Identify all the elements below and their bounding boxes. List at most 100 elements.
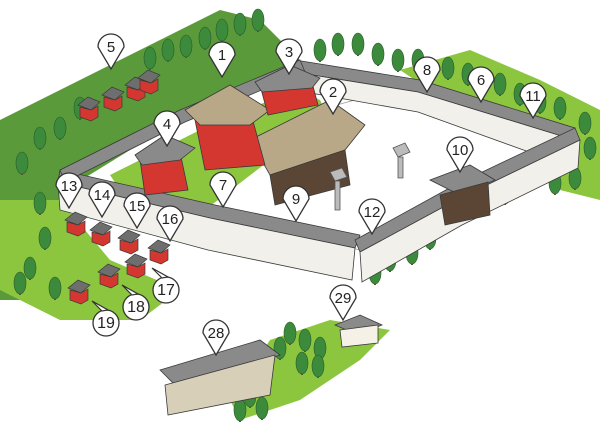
map-marker-29[interactable]: 29: [329, 284, 357, 322]
marker-label: 28: [208, 325, 225, 342]
marker-label: 16: [162, 211, 179, 228]
map-pin-icon: [467, 66, 495, 104]
marker-label: 15: [129, 198, 146, 215]
marker-pointer: [91, 300, 110, 312]
map-pin-icon: [97, 33, 125, 71]
stone-lantern-icon: [392, 142, 411, 179]
tree-icon: [233, 398, 247, 422]
map-marker-5[interactable]: 5: [97, 33, 125, 71]
marker-label: 7: [219, 177, 227, 194]
map-marker-15[interactable]: 15: [123, 192, 151, 230]
tree-icon: [33, 191, 47, 215]
map-marker-4[interactable]: 4: [153, 110, 181, 148]
map-marker-8[interactable]: 8: [413, 56, 441, 94]
tree-icon: [251, 8, 265, 32]
tree-icon: [283, 321, 297, 345]
tree-icon: [13, 271, 27, 295]
gazebo-body: [339, 324, 379, 348]
map-marker-2[interactable]: 2: [319, 78, 347, 116]
tree-icon: [198, 26, 212, 50]
map-pin-icon: [209, 171, 237, 209]
tree-icon: [313, 38, 327, 62]
map-pin-icon: [153, 110, 181, 148]
tree-icon: [179, 34, 193, 58]
marker-label: 6: [477, 72, 485, 89]
lantern-group: [329, 142, 411, 211]
tree-icon: [48, 276, 62, 300]
tree-icon: [391, 48, 405, 72]
map-marker-17[interactable]: 17: [151, 267, 180, 304]
marker-label: 8: [423, 62, 431, 79]
map-pin-icon: [446, 136, 474, 174]
map-marker-28[interactable]: 28: [202, 319, 230, 357]
marker-label: 4: [163, 116, 171, 133]
shrine-building-icon: [67, 279, 91, 305]
gate-10-body: [439, 181, 491, 226]
shrine-building-icon: [147, 239, 171, 265]
map-marker-1[interactable]: 1: [208, 41, 236, 79]
tree-icon: [578, 111, 592, 135]
tree-icon: [33, 126, 47, 150]
marker-label: 9: [292, 191, 300, 208]
stone-lantern-icon: [329, 167, 348, 211]
map-marker-14[interactable]: 14: [88, 181, 116, 219]
sub-shrine-group: [64, 69, 171, 305]
map-marker-11[interactable]: 11: [519, 82, 547, 120]
map-marker-19[interactable]: 19: [91, 300, 120, 337]
gate-10-roof: [429, 164, 496, 196]
tree-icon: [441, 56, 455, 80]
map-pin-icon: [55, 172, 83, 210]
map-marker-7[interactable]: 7: [209, 171, 237, 209]
tree-icon: [311, 354, 325, 378]
shrine-building-icon: [137, 69, 161, 95]
tree-icon: [298, 328, 312, 352]
marker-label: 3: [285, 44, 293, 61]
map-pin-icon: [358, 198, 386, 236]
tree-icon: [233, 12, 247, 36]
shrine-building-icon: [64, 211, 88, 237]
tree-icon: [38, 226, 52, 250]
map-marker-13[interactable]: 13: [55, 172, 83, 210]
map-pin-icon: [123, 192, 151, 230]
pavilion-4-roof: [134, 134, 196, 166]
tree-icon: [583, 136, 597, 160]
tree-icon: [331, 32, 345, 56]
map-pin-icon: [519, 82, 547, 120]
gazebo-29: [333, 314, 384, 348]
marker-label: 19: [97, 315, 115, 332]
tree-icon: [351, 32, 365, 56]
marker-label: 10: [452, 142, 469, 159]
worship-hall-roof: [184, 84, 271, 126]
storehouse-28: [159, 339, 281, 416]
hall-3-roof: [254, 64, 321, 93]
map-pin-icon: [413, 56, 441, 94]
marker-label: 11: [525, 88, 541, 105]
map-marker-9[interactable]: 9: [282, 185, 310, 223]
tree-icon: [15, 151, 29, 175]
marker-label: 13: [61, 178, 78, 195]
building-group: [134, 64, 496, 226]
map-pin-icon: [275, 38, 303, 76]
map-pin-icon: [156, 205, 184, 243]
map-pin-icon: [329, 284, 357, 322]
tree-icon: [493, 72, 507, 96]
shrine-building-icon: [117, 229, 141, 255]
marker-label: 2: [329, 84, 337, 101]
map-marker-3[interactable]: 3: [275, 38, 303, 76]
map-marker-16[interactable]: 16: [156, 205, 184, 243]
map-marker-10[interactable]: 10: [446, 136, 474, 174]
map-marker-6[interactable]: 6: [467, 66, 495, 104]
marker-label: 18: [127, 299, 145, 316]
shrine-building-icon: [97, 263, 121, 289]
map-marker-12[interactable]: 12: [358, 198, 386, 236]
marker-label: 29: [335, 290, 352, 307]
map-pin-icon: [202, 319, 230, 357]
map-marker-18[interactable]: 18: [121, 284, 150, 321]
marker-label: 12: [364, 204, 381, 221]
tree-icon: [215, 18, 229, 42]
map-pin-icon: [208, 41, 236, 79]
tree-icon: [53, 116, 67, 140]
tree-icon: [255, 396, 269, 420]
